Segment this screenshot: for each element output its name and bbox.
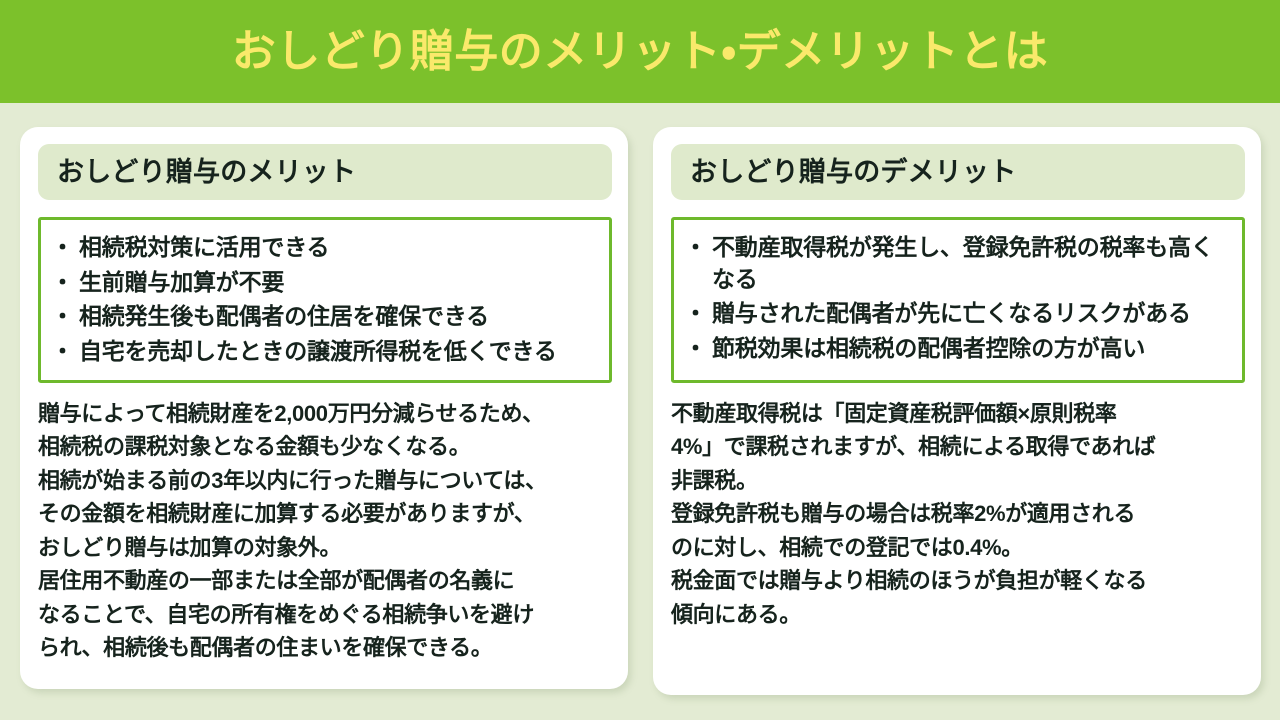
body-line: 登録免許税も贈与の場合は税率2%が適用される — [671, 501, 1136, 527]
body-line: なることで、自宅の所有権をめぐる相続争いを避け — [38, 601, 534, 627]
body-line: 税金面では贈与より相続のほうが負担が軽くなる — [671, 568, 1147, 594]
list-item: 贈与された配偶者が先に亡くなるリスクがある — [684, 298, 1232, 330]
merit-card-header: おしどり贈与のメリット — [38, 144, 612, 200]
body-line: 4%」で課税されますが、相続による取得であれば — [671, 434, 1156, 460]
body-line: 傾向にある。 — [671, 601, 801, 627]
demerit-bullet-box: 不動産取得税が発生し、登録免許税の税率も高くなる 贈与された配偶者が先に亡くなる… — [671, 217, 1245, 383]
body-line: 不動産取得税は「固定資産税評価額×原則税率 — [671, 401, 1117, 426]
body-line: 相続税の課税対象となる金額も少なくなる。 — [38, 434, 471, 460]
title-band: おしどり贈与のメリット・デメリットとは — [0, 0, 1280, 103]
merit-card-header-label: おしどり贈与のメリット — [57, 156, 357, 187]
merit-card: おしどり贈与のメリット 相続税対策に活用できる 生前贈与加算が不要 相続発生後も… — [20, 127, 628, 689]
demerit-card-header-label: おしどり贈与のデメリット — [690, 156, 1017, 187]
list-item: 相続税対策に活用できる — [51, 232, 599, 264]
body-line: その金額を相続財産に加算する必要がありますが、 — [38, 501, 536, 527]
list-item: 不動産取得税が発生し、登録免許税の税率も高くなる — [684, 232, 1232, 295]
demerit-card-body: 不動産取得税は「固定資産税評価額×原則税率 4%」で課税されますが、相続による取… — [671, 397, 1247, 631]
body-line: 居住用不動産の一部または全部が配偶者の名義に — [38, 568, 515, 594]
slide-title: おしどり贈与のメリット・デメリットとは — [231, 26, 1049, 76]
demerit-card-header: おしどり贈与のデメリット — [671, 144, 1245, 200]
body-line: られ、相続後も配偶者の住まいを確保できる。 — [38, 635, 493, 661]
demerit-bullet-list: 不動産取得税が発生し、登録免許税の税率も高くなる 贈与された配偶者が先に亡くなる… — [684, 232, 1232, 365]
merit-bullet-list: 相続税対策に活用できる 生前贈与加算が不要 相続発生後も配偶者の住居を確保できる… — [51, 232, 599, 368]
list-item: 相続発生後も配偶者の住居を確保できる — [51, 301, 599, 333]
body-line: 贈与によって相続財産を2,000万円分減らせるため、 — [38, 401, 544, 426]
body-line: 相続が始まる前の3年以内に行った贈与については、 — [38, 467, 547, 493]
demerit-card: おしどり贈与のデメリット 不動産取得税が発生し、登録免許税の税率も高くなる 贈与… — [653, 127, 1261, 695]
list-item: 自宅を売却したときの譲渡所得税を低くできる — [51, 336, 599, 368]
list-item: 節税効果は相続税の配偶者控除の方が高い — [684, 333, 1232, 365]
merit-card-body: 贈与によって相続財産を2,000万円分減らせるため、 相続税の課税対象となる金額… — [38, 397, 614, 665]
merit-bullet-box: 相続税対策に活用できる 生前贈与加算が不要 相続発生後も配偶者の住居を確保できる… — [38, 217, 612, 383]
body-line: 非課税。 — [671, 467, 758, 493]
list-item: 生前贈与加算が不要 — [51, 267, 599, 299]
body-line: のに対し、相続での登記では0.4%。 — [671, 534, 1023, 560]
body-line: おしどり贈与は加算の対象外。 — [38, 534, 342, 560]
